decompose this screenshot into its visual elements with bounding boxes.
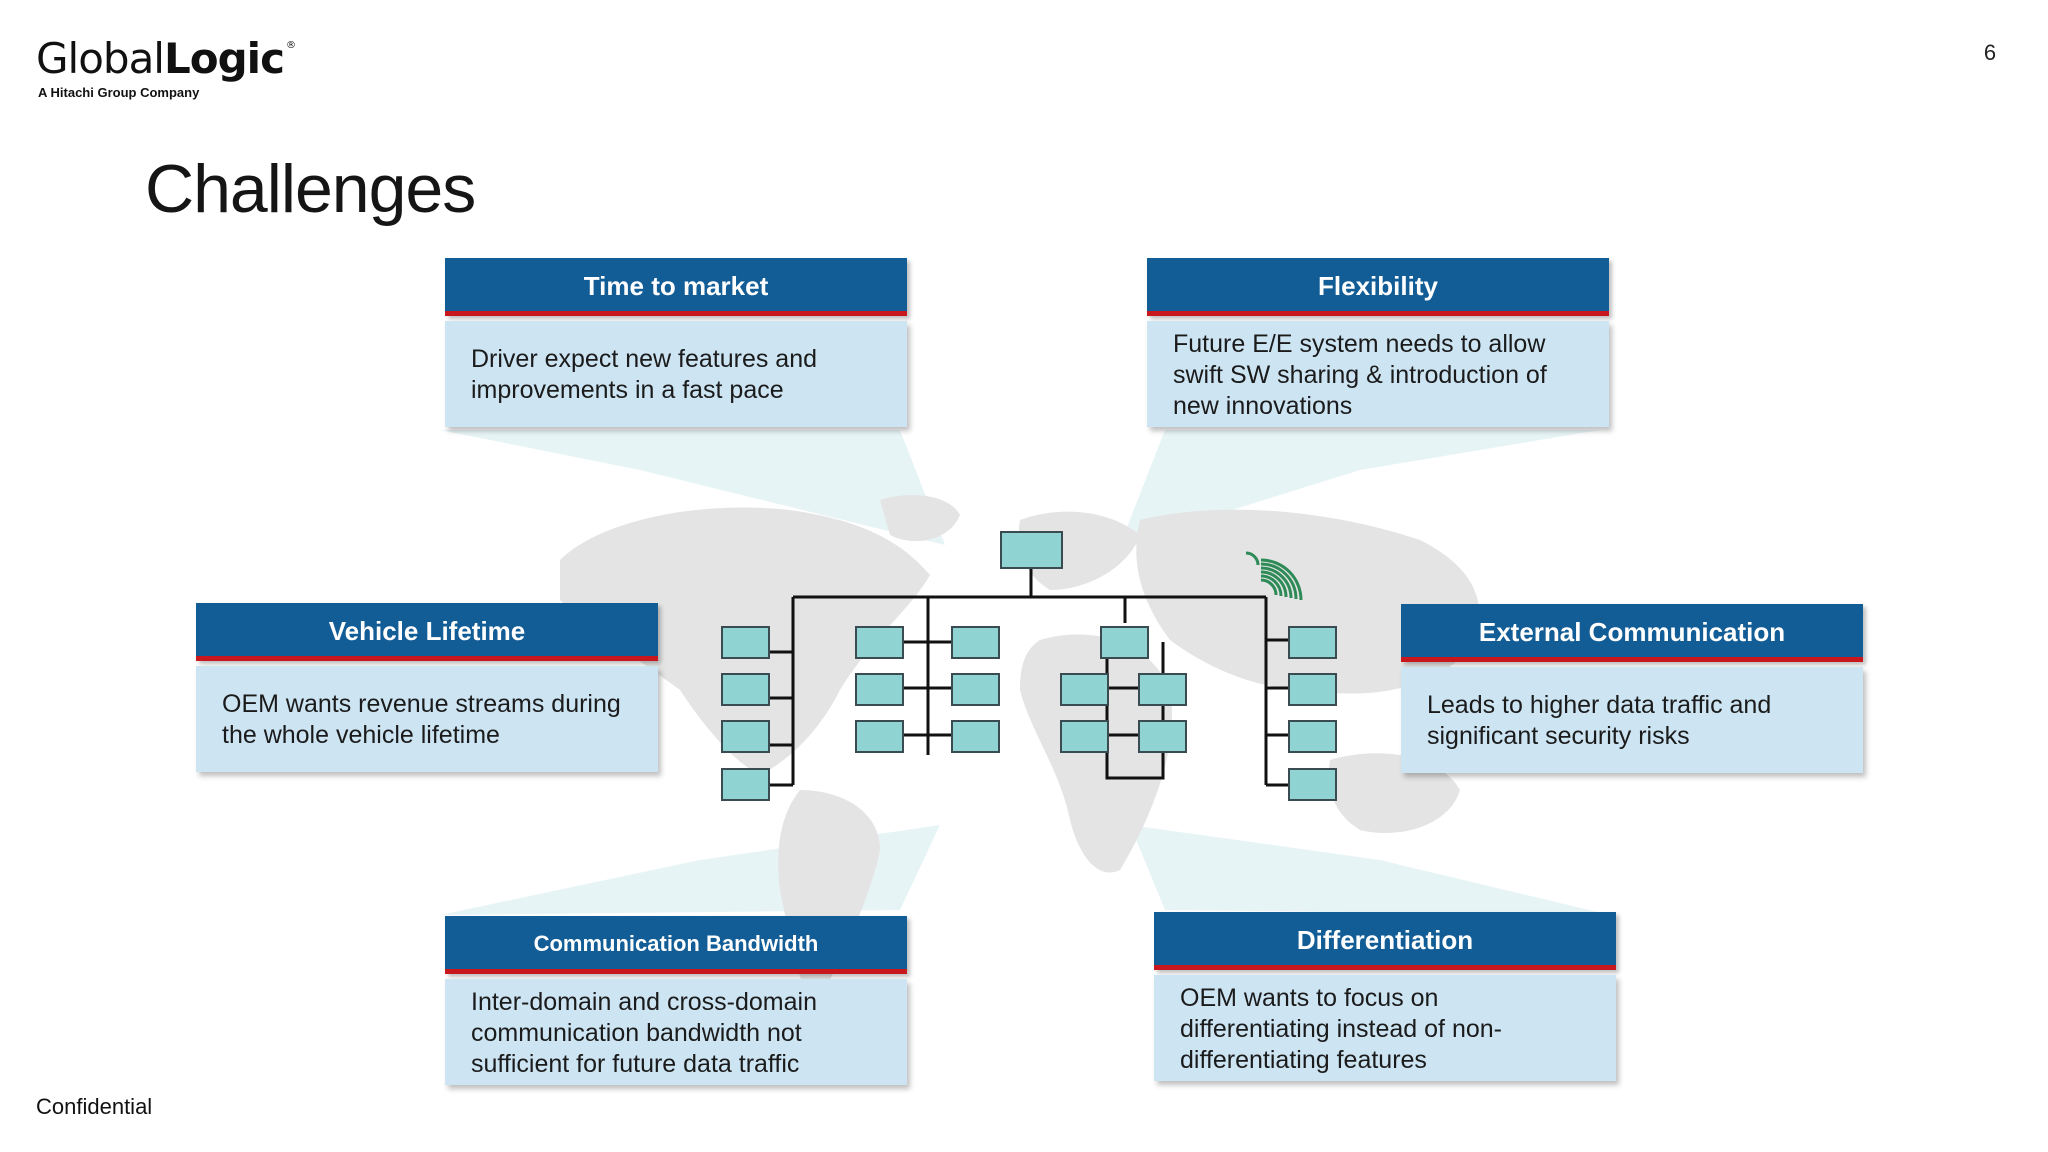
network-lines [770,568,1290,787]
card-heading: Vehicle Lifetime [196,603,658,661]
card-text: Future E/E system needs to allow swift S… [1147,321,1609,427]
ecu-domain3-4 [1060,720,1109,753]
wireless-signal-icon [1245,551,1303,601]
central-ecu [1000,531,1063,569]
ecu-domain1-2 [721,673,770,706]
ecu-domain1-1 [721,626,770,659]
logo-name-light: Global [36,34,165,83]
ecu-domain4-3 [1288,720,1337,753]
card-heading: Communication Bandwidth [445,916,907,974]
ecu-domain4-4 [1288,768,1337,801]
map-greenland [880,495,960,542]
map-asia [1136,509,1480,694]
ecu-domain2-2 [855,673,904,706]
card-text: Driver expect new features and improveme… [445,321,907,427]
ecu-domain2-1 [855,626,904,659]
company-logo: GlobalLogic® A Hitachi Group Company [36,34,296,100]
card-text: OEM wants revenue streams during the who… [196,666,658,772]
logo-tagline: A Hitachi Group Company [38,85,200,100]
card-heading: Flexibility [1147,258,1609,316]
beam-flexibility [1120,430,1600,545]
ecu-domain2-5 [951,673,1000,706]
ecu-domain2-4 [951,626,1000,659]
page-number: 6 [1983,40,1997,65]
ecu-domain3-2 [1060,673,1109,706]
ecu-domain3-1 [1100,626,1149,659]
page-title: Challenges [145,151,476,227]
ecu-domain3-3 [1138,673,1187,706]
confidential-label: Confidential [36,1094,153,1119]
ecu-domain3-5 [1138,720,1187,753]
beam-differentiation [1130,825,1610,915]
card-vehicle-lifetime: Vehicle Lifetime OEM wants revenue strea… [196,603,658,772]
logo-wordmark: GlobalLogic® [36,34,296,83]
ecu-domain4-1 [1288,626,1337,659]
ecu-domain2-3 [855,720,904,753]
ecu-domain4-2 [1288,673,1337,706]
ecu-domain1-3 [721,720,770,753]
map-australia [1328,753,1460,834]
ecu-domain1-4 [721,768,770,801]
card-text: Inter-domain and cross-domain communicat… [445,979,907,1085]
card-text: OEM wants to focus on differentiating in… [1154,975,1616,1081]
logo-registered-mark: ® [285,40,296,51]
card-communication-bandwidth: Communication Bandwidth Inter-domain and… [445,916,907,1085]
logo-name-bold: Logic [163,34,285,83]
card-time-to-market: Time to market Driver expect new feature… [445,258,907,427]
card-external-communication: External Communication Leads to higher d… [1401,604,1863,773]
card-heading: External Communication [1401,604,1863,662]
card-heading: Time to market [445,258,907,316]
beam-time-to-market [440,430,945,545]
card-heading: Differentiation [1154,912,1616,970]
ecu-network-diagram [721,531,1337,801]
map-africa [1020,634,1172,873]
card-text: Leads to higher data traffic and signifi… [1401,667,1863,773]
card-differentiation: Differentiation OEM wants to focus on di… [1154,912,1616,1081]
ecu-domain2-6 [951,720,1000,753]
ecu-modules [721,531,1337,801]
card-flexibility: Flexibility Future E/E system needs to a… [1147,258,1609,427]
